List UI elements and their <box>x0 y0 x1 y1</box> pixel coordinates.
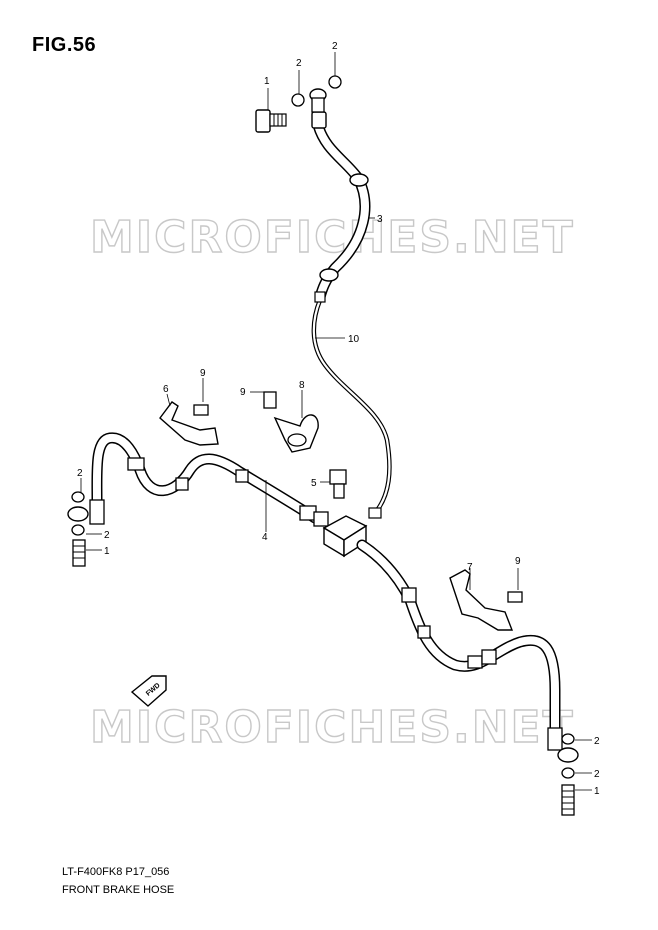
lower-brake-hose-right <box>356 539 561 736</box>
bolt-9-left <box>263 391 277 409</box>
callout-9: 9 <box>240 387 246 398</box>
brake-pipe <box>311 291 392 519</box>
bolt-5 <box>329 469 347 499</box>
hose-clamp <box>273 414 319 453</box>
upper-brake-hose <box>309 88 371 303</box>
callout-8: 8 <box>299 380 305 391</box>
callout-9: 9 <box>200 368 206 379</box>
washer-top-a <box>291 93 305 107</box>
watermark-bottom: MICROFICHES.NET <box>90 702 575 753</box>
callout-2: 2 <box>332 41 338 52</box>
fwd-arrow: FWD <box>130 675 167 707</box>
figure-caption: FRONT BRAKE HOSE <box>62 884 175 896</box>
callout-10: 10 <box>348 334 360 345</box>
callout-2: 2 <box>296 58 302 69</box>
callout-2: 2 <box>594 769 600 780</box>
hose-bracket-left <box>159 401 219 446</box>
left-caliper-fitting <box>67 491 105 567</box>
callout-2: 2 <box>77 468 83 479</box>
lower-brake-hose-left <box>91 432 329 527</box>
washer-top-b <box>328 75 342 89</box>
callout-4: 4 <box>262 532 268 543</box>
model-code: LT-F400FK8 P17_056 <box>62 866 170 878</box>
callout-6: 6 <box>163 384 169 395</box>
callout-1: 1 <box>104 546 110 557</box>
right-caliper-fitting <box>547 727 579 816</box>
callout-7: 7 <box>467 562 473 573</box>
brake-junction-block <box>322 515 368 558</box>
banjo-bolt-top <box>255 109 287 133</box>
callout-5: 5 <box>311 478 317 489</box>
callout-3: 3 <box>377 214 383 225</box>
leader-lines <box>80 52 592 791</box>
callout-2: 2 <box>594 736 600 747</box>
callout-9: 9 <box>515 556 521 567</box>
hose-bracket-right <box>449 569 523 631</box>
callout-2: 2 <box>104 530 110 541</box>
watermark-top: MICROFICHES.NET <box>90 212 575 263</box>
callout-1: 1 <box>264 76 270 87</box>
figure-title: FIG.56 <box>32 34 97 56</box>
callout-1: 1 <box>594 786 600 797</box>
